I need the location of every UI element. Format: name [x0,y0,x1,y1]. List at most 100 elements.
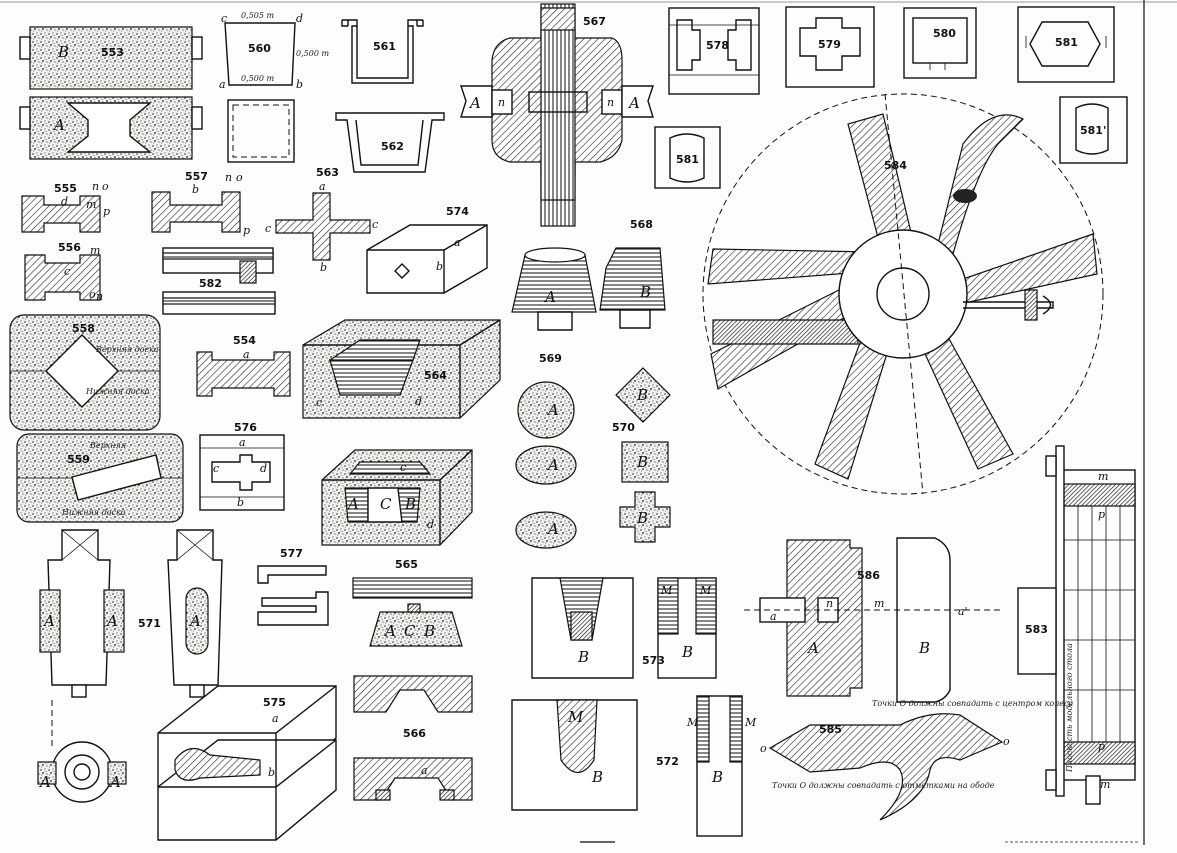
part-letter: B [711,768,723,786]
figure-582: 582 [162,247,276,315]
part-letter: M [686,716,699,729]
figure-number: 554 [233,334,256,347]
figure-576: 576 a c d b [199,421,285,511]
figure-581-small: 581 [654,126,721,189]
figure-number: 563 [316,166,339,179]
part-letter: A [546,520,559,538]
part-letter: M [699,584,712,597]
part-letter: c [400,461,406,474]
figure-558: 558 Верхняя доска Нижняя доска [9,314,161,431]
part-letter: B [577,648,589,666]
figure-number: 586 [857,569,880,582]
dimension: 0,500 m [296,49,329,58]
figure-number: 570 [612,421,635,434]
figure-number: 583 [1025,623,1048,636]
edge-letter: p [103,205,110,218]
part-letter: A [546,456,559,474]
edge-letter: n [92,180,99,193]
figure-number: 558 [72,322,95,335]
figure-number: 575 [263,696,286,709]
part-letter: B [57,43,69,61]
figure-number: 559 [67,453,90,466]
figure-number: 581 [1055,36,1078,49]
annotation: Точки О должны совпадать с центром колес… [872,699,1074,708]
part-letter: A [38,773,51,791]
edge-letter: b [320,261,327,274]
figure-number: 581 [676,153,699,166]
figure-number: 573 [642,654,665,667]
edge-letter: d [415,395,422,408]
edge-letter: n [225,171,232,184]
figure-number: 572 [656,755,679,768]
face-letter: a [454,236,461,249]
figure-number: 569 [539,352,562,365]
part-letter: p [1098,508,1105,521]
edge-letter: a [243,348,250,361]
figure-number: 585 [819,723,842,736]
figure-number: 584 [884,159,907,172]
part-letter: B [636,509,648,527]
part-letter: A [468,94,481,112]
figure-575: 575 a b [157,685,337,841]
part-letter: a [272,712,279,725]
part-letter: A [546,401,559,419]
part-letter: c [213,462,219,475]
edge-letter: o [236,171,243,184]
corner-letter: b [296,78,303,91]
figure-number: 553 [101,46,124,59]
figure-number: 565 [395,558,418,571]
part-letter: A [806,639,819,657]
part-letter: M [567,708,584,726]
dimension: 0,505 m [241,11,274,20]
dimension: 0,500 m [241,74,274,83]
figure-585: 585 o o Точки О должны совпадать с центр… [760,699,1074,821]
figure-number: 568 [630,218,653,231]
annotation: Нижняя доска [61,508,126,517]
figure-563: 563 a c c b [265,166,378,274]
figure-571: 571 A A A A A [37,529,223,803]
figure-577: 577 [257,547,329,626]
figure-562: 562 [335,112,445,173]
face-letter: b [436,260,443,273]
part-letter: m [1098,470,1108,483]
figure-number: 574 [446,205,469,218]
part-letter: B [591,768,603,786]
figure-555: 555 d m n o p [21,180,110,233]
annotation: Верхняя [89,441,126,450]
part-letter: n [498,96,505,109]
figure-number: 571 [138,617,161,630]
figure-553: 553 B A [19,26,203,160]
figure-572: 572 M M B B M [511,695,757,837]
annotation: Нижняя доска [85,387,150,396]
figure-number: 566 [403,727,426,740]
figure-core-box: A C B c d [321,449,473,546]
figure-number: 582 [199,277,222,290]
part-letter: M [744,716,757,729]
edge-letter: o [102,180,109,193]
figure-581-variant: 581' [1059,96,1128,164]
figure-number: 577 [280,547,303,560]
corner-letter: a [219,78,226,91]
corner-letter: d [296,12,303,25]
figure-573: 573 M M B B [531,577,717,679]
part-letter: A [105,612,118,630]
edge-letter: c [64,265,70,278]
figure-number: 579 [818,38,841,51]
edge-letter: b [192,183,199,196]
figure-565: 565 A C B [352,558,473,647]
figure-561: 561 [341,19,424,84]
part-letter: n [826,597,833,610]
annotation: Точки О должны совпадать с отметками на … [772,781,995,790]
edge-letter: d [61,195,68,208]
figure-581: 581 [1017,6,1115,83]
part-letter: d [260,462,267,475]
part-letter: M [660,584,673,597]
figure-579: 579 [785,6,875,88]
edge-letter: o [89,288,96,301]
part-letter: m [874,597,884,610]
figure-number: 567 [583,15,606,28]
figure-574: 574 a b [366,205,488,294]
figure-number: 576 [234,421,257,434]
part-letter: a' [958,605,968,618]
point-letter: o [1003,735,1010,748]
